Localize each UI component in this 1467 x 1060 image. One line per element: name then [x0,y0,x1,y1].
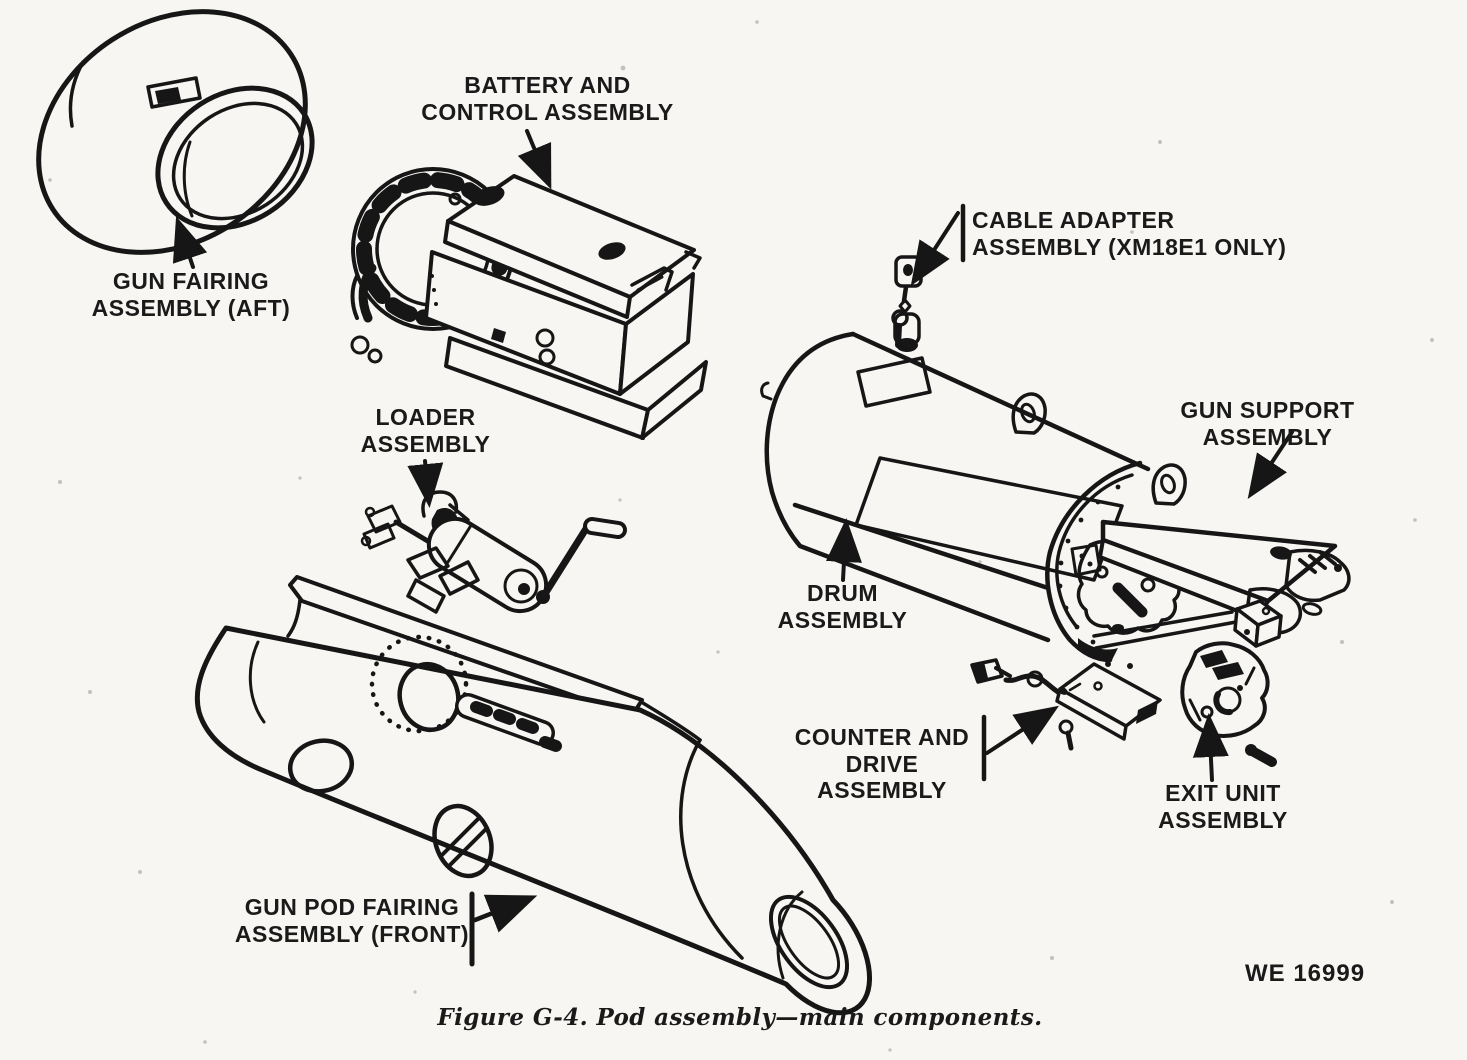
battery-control-drawing [350,167,708,440]
gun-fairing-aft-leader-arrow [172,216,208,269]
exit-unit-drawing [1180,641,1277,767]
paper-speckles [48,20,1434,1052]
label-gun-support: GUN SUPPORT ASSEMBLY [1180,397,1355,450]
label-counter-drive: COUNTER AND DRIVE ASSEMBLY [794,724,970,804]
front-fairing-leader-arrow [472,894,538,933]
gun-support-drawing [1070,519,1351,650]
label-gun-pod-fairing-front: GUN POD FAIRING ASSEMBLY (FRONT) [234,894,470,947]
counter-drive-drawing [970,658,1162,751]
front-fairing-drawing [194,575,873,1016]
drum-drawing [760,309,1190,669]
loader-drawing [360,490,627,614]
gun-support-leader-arrow [1247,430,1294,500]
gun-fairing-aft-drawing [36,9,315,255]
counter-drive-leader-arrow [985,705,1060,755]
label-loader: LOADER ASSEMBLY [360,404,491,457]
label-cable-adapter: CABLE ADAPTER ASSEMBLY (XM18E1 ONLY) [972,207,1287,260]
label-exit-unit: EXIT UNIT ASSEMBLY [1158,780,1288,833]
label-battery-control: BATTERY AND CONTROL ASSEMBLY [421,72,674,125]
exit-unit-leader-arrow [1192,713,1229,782]
label-drum: DRUM ASSEMBLY [777,580,908,633]
figure-caption: Figure G-4. Pod assembly—main components… [437,1004,1043,1031]
cable-adapter-leader-arrow [910,211,960,287]
loader-leader-arrow [407,459,444,508]
label-gun-fairing-aft: GUN FAIRING ASSEMBLY (AFT) [91,268,291,321]
battery-control-leader-arrow [517,129,552,190]
drum-leader-arrow [825,518,862,582]
plate-code: WE 16999 [1245,960,1366,987]
